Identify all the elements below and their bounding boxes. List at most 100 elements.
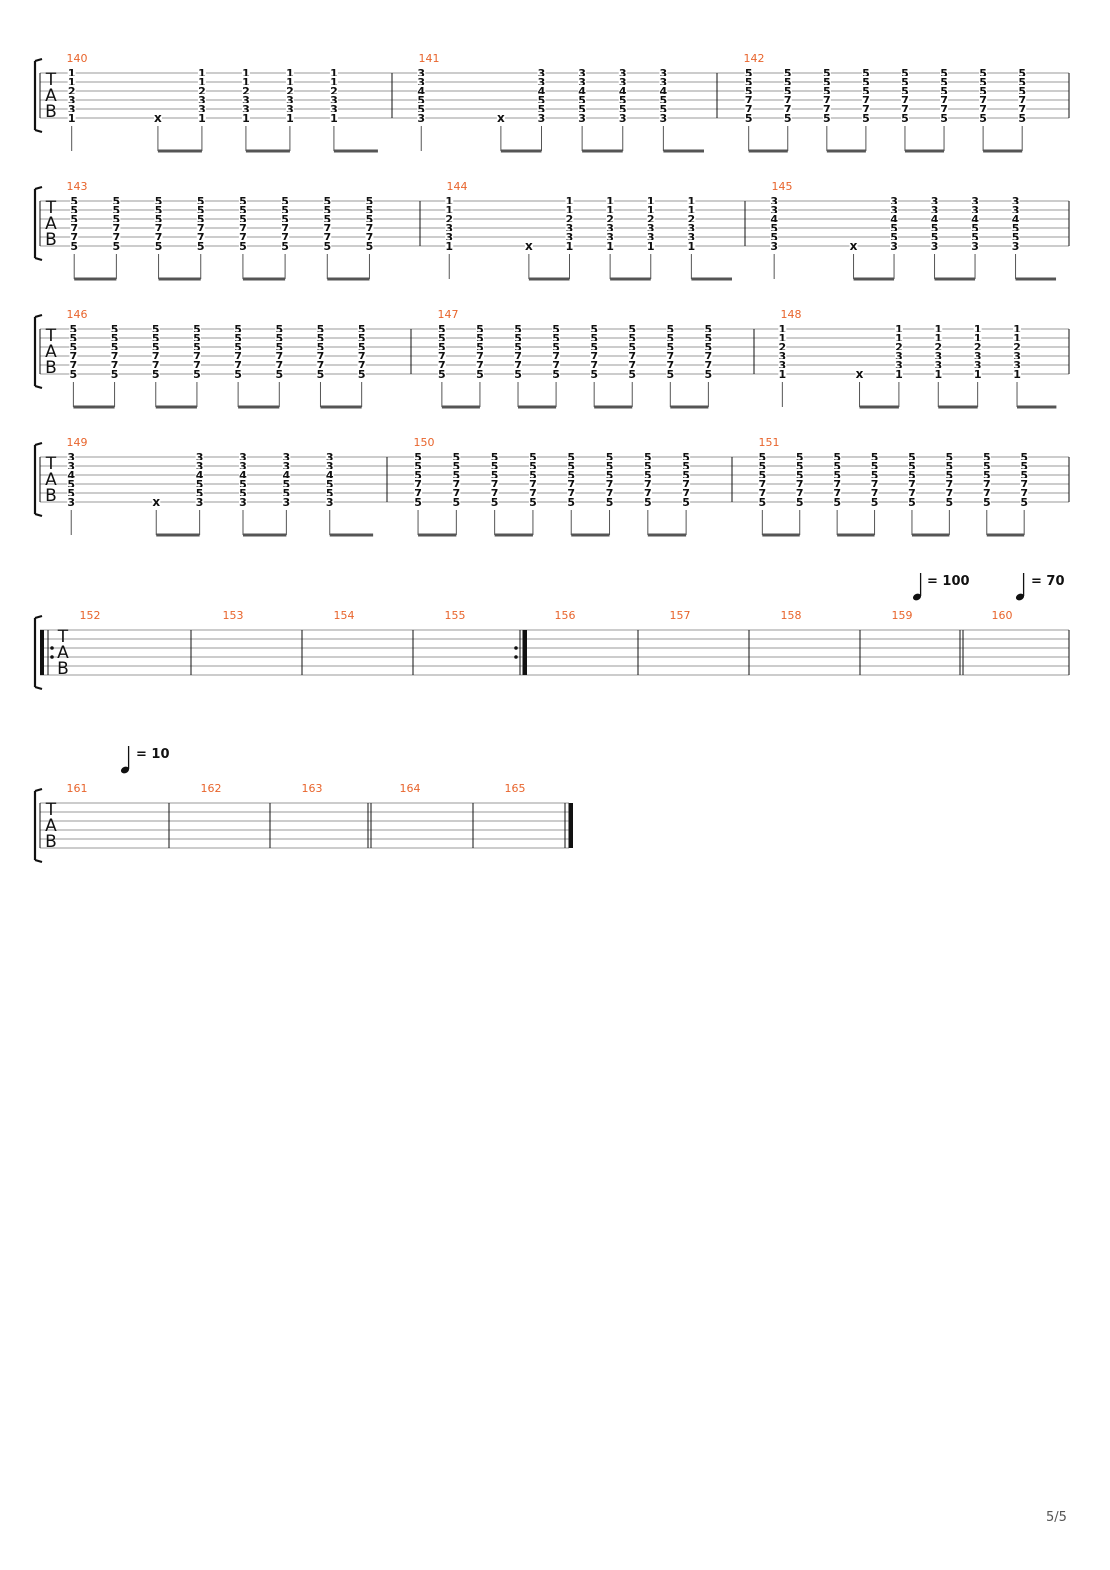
- fret-number: 5: [193, 332, 201, 345]
- measure-number: 151: [759, 436, 780, 449]
- fret-bg: [154, 222, 163, 233]
- fret-bg: [281, 195, 290, 206]
- fret-number: 5: [317, 323, 325, 336]
- fret-number: 7: [552, 350, 560, 363]
- fret-number: 1: [566, 195, 574, 208]
- fret-bg: [329, 76, 338, 87]
- fret-bg: [659, 94, 668, 105]
- fret-number: 7: [476, 359, 484, 372]
- fret-bg: [552, 341, 561, 352]
- measure-number: 149: [67, 436, 88, 449]
- fret-number: 7: [529, 487, 537, 500]
- fret-number: 5: [326, 478, 334, 491]
- fret-number: 1: [286, 112, 294, 125]
- fret-bg: [452, 451, 461, 462]
- fret-number: 2: [895, 341, 903, 354]
- fret-number: 5: [366, 195, 374, 208]
- fret-number: 1: [330, 112, 338, 125]
- fret-number: 3: [974, 359, 982, 372]
- fret-number: 2: [286, 85, 294, 98]
- fret-number: 5: [666, 332, 674, 345]
- fret-number: 7: [871, 487, 879, 500]
- fret-number: 3: [1012, 240, 1020, 253]
- fret-number: 5: [70, 332, 78, 345]
- fret-number: 1: [242, 76, 250, 89]
- fret-number: 7: [666, 359, 674, 372]
- fret-number: 3: [198, 94, 206, 107]
- fret-number: 5: [745, 112, 753, 125]
- fret-number: 3: [445, 231, 453, 244]
- fret-number: 5: [940, 112, 948, 125]
- fret-number: 3: [566, 231, 574, 244]
- fret-bg: [281, 240, 290, 251]
- fret-number: 1: [445, 195, 453, 208]
- fret-bg: [241, 103, 250, 114]
- fret-number: 5: [239, 478, 247, 491]
- fret-number: 5: [823, 85, 831, 98]
- fret-bg: [565, 240, 574, 251]
- fret-bg: [659, 85, 668, 96]
- fret-number: 7: [155, 222, 163, 235]
- fret-number: 5: [514, 323, 522, 336]
- fret-number: 3: [971, 204, 979, 217]
- fret-number: 5: [155, 213, 163, 226]
- fret-bg: [197, 94, 206, 105]
- fret-bg: [643, 451, 652, 462]
- fret-bg: [758, 478, 767, 489]
- fret-bg: [241, 85, 250, 96]
- fret-bg: [567, 451, 576, 462]
- measure-number: 144: [447, 180, 468, 193]
- fret-bg: [1020, 469, 1029, 480]
- fret-number: 7: [281, 222, 289, 235]
- fret-bg: [537, 94, 546, 105]
- fret-number: 7: [644, 487, 652, 500]
- fret-number: 4: [1012, 213, 1020, 226]
- measure-number: 154: [334, 609, 355, 622]
- fret-number: 3: [971, 240, 979, 253]
- fret-number: 5: [1020, 496, 1028, 509]
- fret-bg: [110, 332, 119, 343]
- fret-bg: [282, 451, 291, 462]
- fret-bg: [323, 222, 332, 233]
- fret-bg: [945, 460, 954, 471]
- fret-bg: [192, 359, 201, 370]
- fret-number: 7: [759, 478, 767, 491]
- fret-number: 5: [908, 496, 916, 509]
- fret-bg: [628, 332, 637, 343]
- fret-bg: [70, 231, 79, 242]
- fret-bg: [234, 341, 243, 352]
- fret-bg: [67, 94, 76, 105]
- fret-bg: [323, 195, 332, 206]
- fret-number: 1: [895, 368, 903, 381]
- fret-number: 5: [239, 195, 247, 208]
- mute-bg: [152, 496, 161, 507]
- fret-number: 5: [759, 469, 767, 482]
- fret-bg: [758, 487, 767, 498]
- fret-number: 5: [193, 368, 201, 381]
- fret-bg: [861, 112, 870, 123]
- fret-number: 1: [445, 204, 453, 217]
- fret-bg: [490, 460, 499, 471]
- fret-number: 3: [330, 94, 338, 107]
- fret-number: 5: [281, 240, 289, 253]
- fret-bg: [1020, 487, 1029, 498]
- fret-bg: [578, 94, 587, 105]
- fret-number: 5: [578, 94, 586, 107]
- fret-bg: [643, 487, 652, 498]
- fret-number: 5: [197, 195, 205, 208]
- fret-bg: [70, 195, 79, 206]
- fret-bg: [112, 222, 121, 233]
- fret-bg: [605, 460, 614, 471]
- fret-bg: [475, 368, 484, 379]
- fret-bg: [646, 240, 655, 251]
- muted-note: x: [525, 239, 533, 253]
- fret-number: 3: [647, 222, 655, 235]
- fret-bg: [329, 103, 338, 114]
- fret-bg: [528, 469, 537, 480]
- fret-bg: [934, 359, 943, 370]
- fret-number: 5: [197, 213, 205, 226]
- fret-number: 5: [833, 496, 841, 509]
- fret-bg: [325, 478, 334, 489]
- fret-number: 3: [931, 204, 939, 217]
